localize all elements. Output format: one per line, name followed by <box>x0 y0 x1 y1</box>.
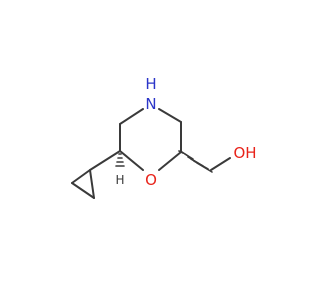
bond-n-c-right <box>158 108 182 123</box>
bond-cyclopropyl-1 <box>71 169 91 184</box>
hashed-wedge-left <box>115 153 125 167</box>
bond-c-cp-cyclopropyl <box>89 150 121 171</box>
bond-lines <box>71 108 231 199</box>
bond-o-c-cp <box>119 150 144 171</box>
bond-ch2-oh <box>210 157 231 171</box>
bond-n-c-left <box>119 108 144 125</box>
bond-c-stereo-o <box>158 151 182 171</box>
bond-cyclopropyl-3 <box>89 169 95 199</box>
ring-oxygen-label: O <box>145 171 157 189</box>
stereo-hydrogen-label: H <box>115 173 124 187</box>
nitrogen-hydrogen-label: H <box>145 75 156 93</box>
bond-cyclopropyl-2 <box>71 182 95 199</box>
hydroxyl-label: OH <box>233 144 256 162</box>
molecule-structure: N H O OH H <box>71 75 257 199</box>
hashed-wedge-right <box>178 150 213 173</box>
nitrogen-label: N <box>145 95 156 113</box>
